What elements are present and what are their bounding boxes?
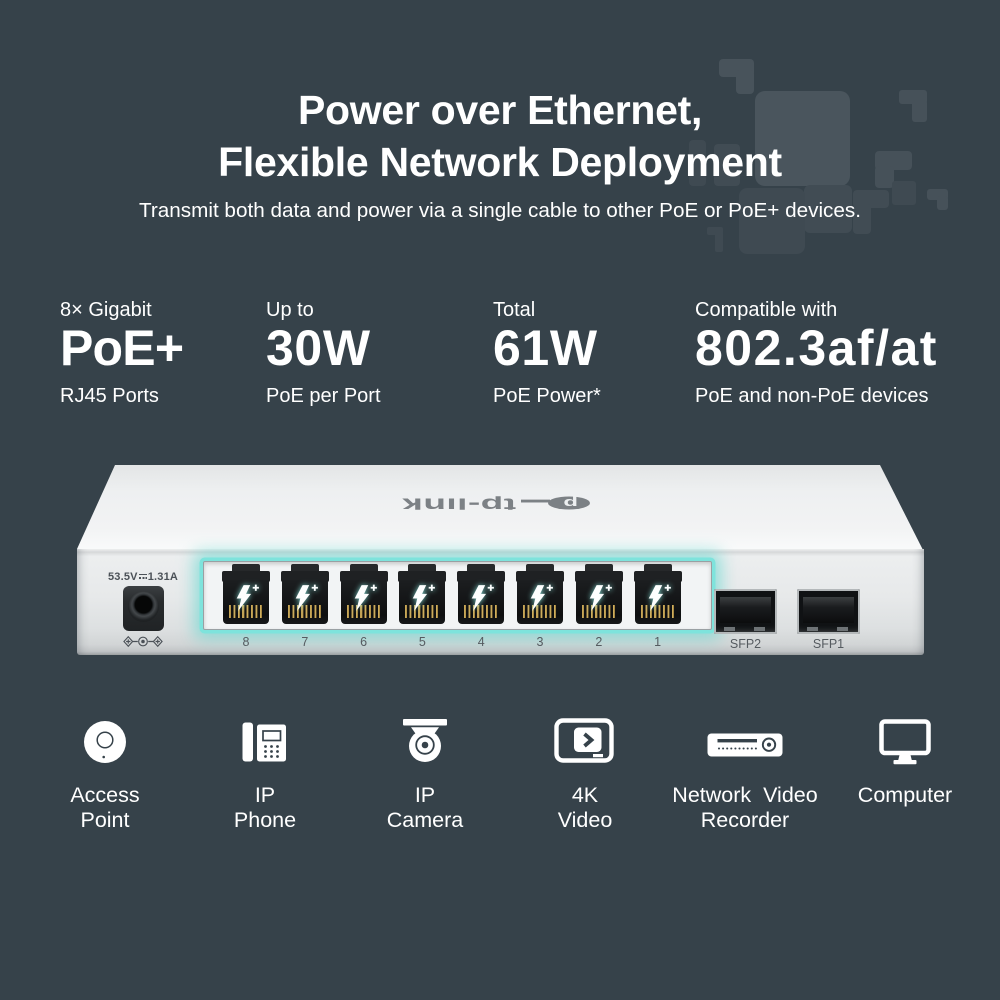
svg-text:tp-link: tp-link — [402, 496, 516, 510]
svg-text:p: p — [563, 496, 578, 509]
